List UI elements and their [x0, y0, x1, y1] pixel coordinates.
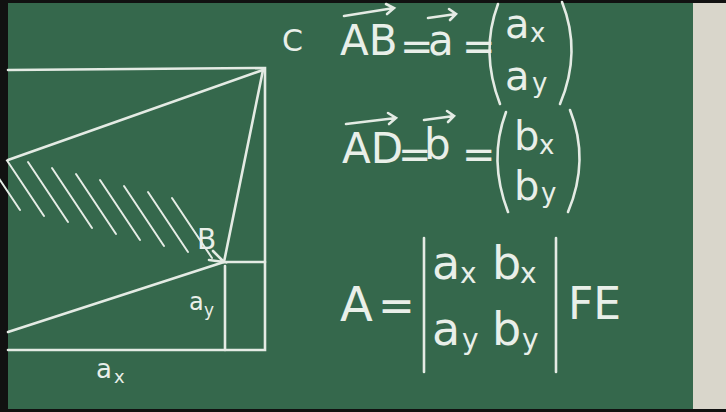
subscript: y — [532, 70, 547, 96]
hatch-line — [0, 150, 20, 210]
determinant-bar — [555, 238, 558, 372]
parenthesis — [568, 110, 580, 212]
component-label: a — [96, 356, 112, 382]
frame-edge — [0, 0, 726, 3]
area-symbol: A — [340, 280, 373, 328]
hatch-line — [148, 192, 188, 252]
subscript: x — [460, 260, 477, 288]
parallelogram-figure — [0, 68, 265, 350]
determinant-entry: a — [432, 240, 460, 286]
vector-arrow — [344, 4, 394, 16]
vector-b-line — [8, 70, 263, 160]
determinant-entry: a — [432, 306, 460, 352]
vector-a-line — [8, 262, 224, 332]
equals-sign: = — [462, 26, 496, 66]
hatch-line — [124, 186, 164, 246]
wall — [693, 0, 726, 412]
subscript: x — [530, 20, 545, 46]
point-label: C — [282, 26, 303, 56]
matrix-entry: a — [505, 56, 530, 96]
parenthesis — [497, 112, 508, 212]
subscript: y — [462, 326, 479, 354]
vector-symbol: a — [428, 20, 454, 62]
hatch-line — [52, 168, 92, 228]
vector-arrow — [346, 113, 396, 124]
subscript: x — [539, 132, 554, 158]
equals-sign: = — [378, 284, 415, 328]
subscript: y — [541, 180, 556, 206]
matrix-entry: b — [514, 166, 539, 206]
subscript: x — [520, 260, 537, 288]
hatch-line — [76, 174, 116, 234]
subscript: y — [522, 326, 539, 354]
determinant-bar — [423, 238, 426, 372]
matrix-entry: a — [505, 4, 530, 44]
frame-edge — [0, 409, 726, 412]
vector-arrow — [424, 111, 454, 122]
subscript: x — [114, 368, 125, 386]
vector-name: AB — [340, 20, 398, 62]
point-label: B — [197, 226, 216, 254]
component-label: a — [189, 290, 204, 314]
vector-symbol: b — [424, 124, 451, 166]
subscript: y — [204, 302, 214, 319]
component-line — [224, 266, 227, 350]
vector-name: AD — [342, 128, 403, 170]
hatch-line — [4, 156, 44, 216]
bounding-rectangle — [8, 68, 265, 350]
determinant-entry: b — [492, 240, 521, 286]
equals-sign: = — [462, 134, 496, 174]
hatch-line — [100, 180, 140, 240]
component-line — [226, 261, 265, 264]
determinant-entry: b — [492, 306, 521, 352]
vector-arrow — [428, 9, 456, 20]
matrix-entry: b — [514, 116, 539, 156]
parallelogram-side — [224, 70, 263, 262]
hatching — [0, 150, 212, 258]
parenthesis — [560, 2, 572, 104]
unit-label: FE — [568, 282, 621, 326]
hatch-line — [28, 162, 68, 222]
